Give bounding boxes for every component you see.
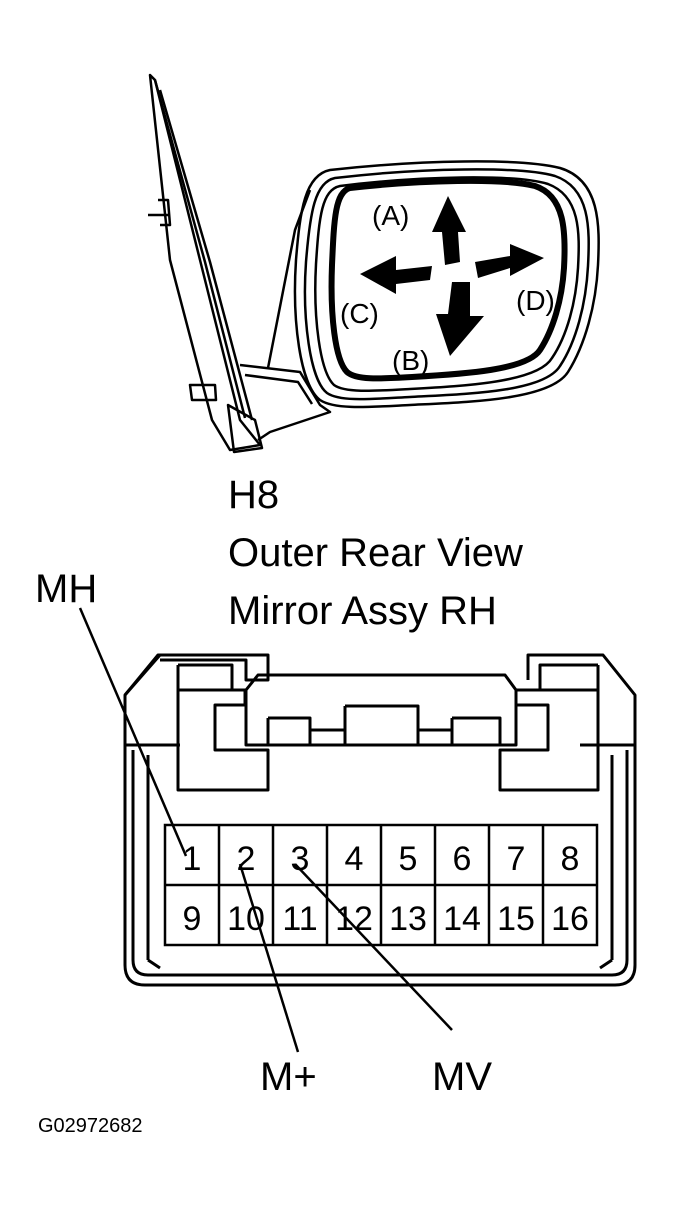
- figure-id: G02972682: [38, 1115, 143, 1137]
- pin-label: 1: [183, 840, 202, 878]
- pin-label: 16: [551, 900, 589, 938]
- callout-label-mv: MV: [432, 1055, 492, 1099]
- mirror-mount-bracket: [148, 73, 332, 454]
- pin-label: 15: [497, 900, 535, 938]
- leader-line-mh: [78, 607, 188, 857]
- pin-label: 8: [561, 840, 580, 878]
- pin-label: 11: [282, 900, 317, 938]
- adjust-arrows: [360, 196, 544, 356]
- leader-line-mv: [294, 863, 453, 1031]
- mirror-housing: [293, 160, 600, 409]
- mirror-glass: [328, 177, 568, 382]
- connector-body: [123, 653, 637, 987]
- pin-row-bottom: 9 10 11 12 13 14 15 16: [183, 900, 589, 938]
- mirror-illustration: [148, 73, 600, 454]
- connector-code: H8: [228, 473, 279, 517]
- pin-label: 6: [453, 840, 472, 878]
- callout-leaders: [78, 607, 453, 1053]
- pin-label: 10: [227, 900, 265, 938]
- pin-label: 4: [345, 840, 364, 878]
- direction-label-c: (C): [340, 298, 379, 329]
- leader-line-m-plus: [238, 863, 300, 1053]
- pin-row-top: 1 2 3 4 5 6 7 8: [183, 840, 580, 878]
- pin-grid: [163, 823, 599, 947]
- pin-label: 7: [507, 840, 526, 878]
- direction-label-b: (B): [392, 345, 429, 376]
- direction-label-a: (A): [372, 200, 409, 231]
- direction-label-d: (D): [516, 285, 555, 316]
- pin-label: 13: [389, 900, 427, 938]
- connector-name-line2: Mirror Assy RH: [228, 589, 497, 633]
- pin-label: 2: [237, 840, 256, 878]
- callout-label-mh: MH: [35, 567, 97, 611]
- pin-label: 5: [399, 840, 418, 878]
- arrow-up-icon: [432, 196, 466, 265]
- arrow-left-icon: [360, 256, 432, 294]
- arrow-right-icon: [475, 244, 544, 278]
- connector-name-line1: Outer Rear View: [228, 531, 523, 575]
- callout-label-m-plus: M+: [260, 1055, 317, 1099]
- pin-label: 12: [335, 900, 373, 938]
- pin-label: 9: [183, 900, 202, 938]
- pin-label: 14: [443, 900, 481, 938]
- arrow-down-icon: [436, 282, 484, 356]
- pin-label: 3: [291, 840, 310, 878]
